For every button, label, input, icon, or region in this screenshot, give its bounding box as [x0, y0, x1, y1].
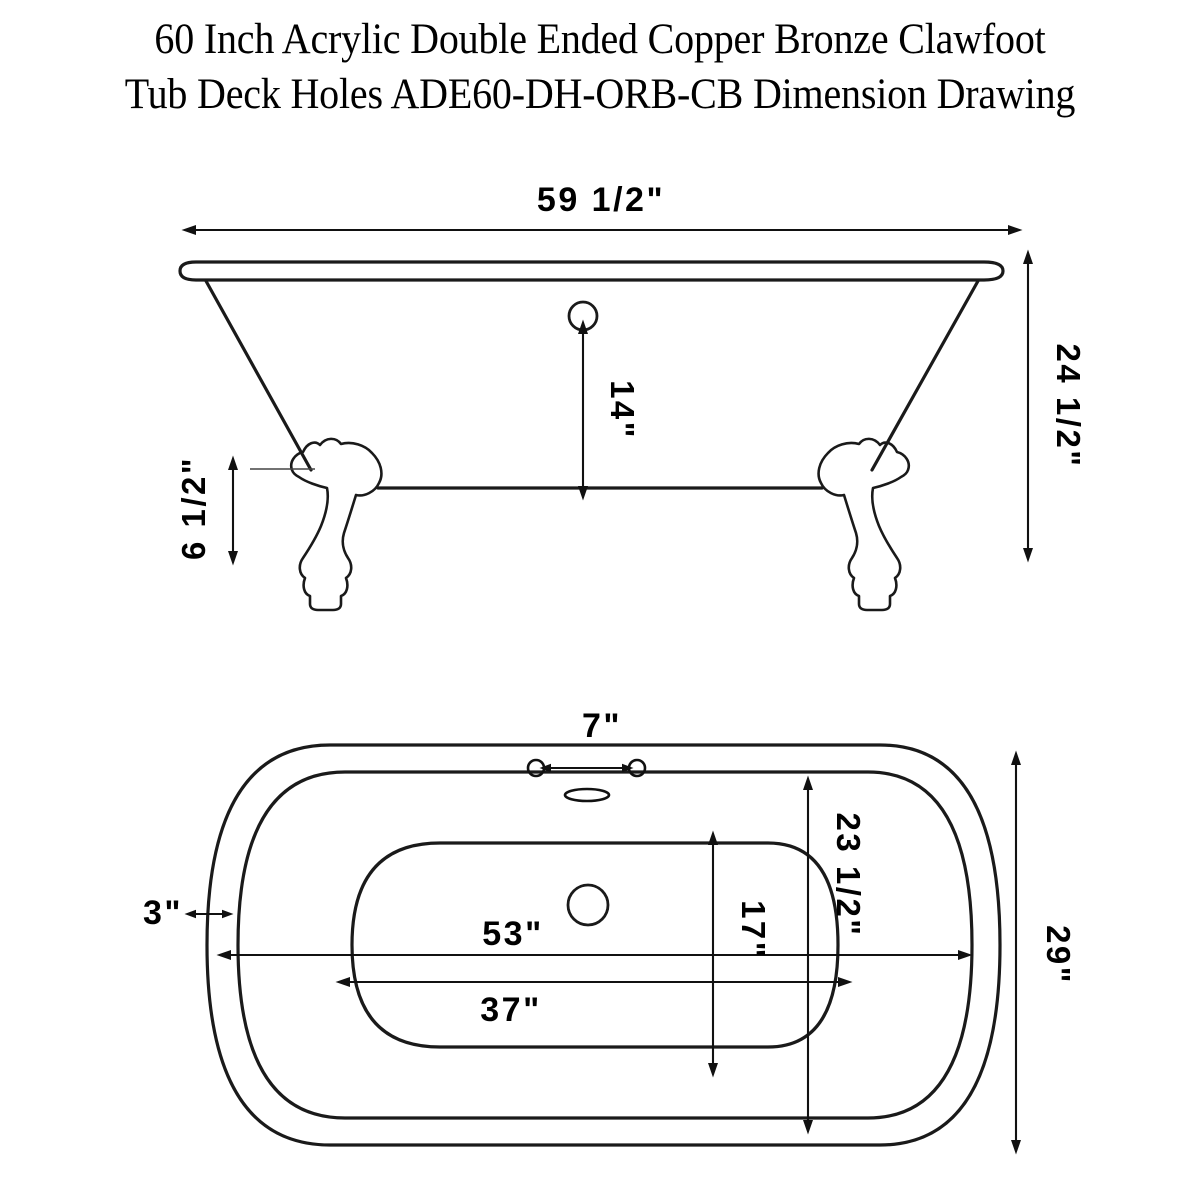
basin-outline — [350, 841, 840, 1049]
deck-holes: 7" — [526, 707, 647, 778]
overflow-slot — [563, 787, 611, 803]
dim-overall-height: 24 1/2" — [1023, 249, 1087, 563]
dim-label-deck-hole-spacing: 7" — [582, 707, 622, 745]
dim-overall-length: 59 1/2" — [181, 181, 1023, 235]
dim-inner-rim-length: 53" — [216, 915, 973, 960]
drain-hole — [566, 883, 610, 927]
right-clawfoot-outline — [817, 437, 911, 612]
title-line-1: 60 Inch Acrylic Double Ended Copper Bron… — [154, 16, 1046, 63]
dim-rim-width: 3" — [143, 894, 234, 932]
outer-rim-outline — [205, 743, 1002, 1147]
dim-label-outer-width: 29" — [1040, 925, 1077, 985]
left-clawfoot — [289, 437, 383, 612]
dim-overflow-height: 14" — [578, 319, 641, 501]
right-clawfoot — [817, 437, 911, 612]
dim-label-foot-height: 6 1/2" — [175, 456, 212, 560]
left-clawfoot-outline — [289, 437, 383, 612]
dim-outer-width: 29" — [1011, 750, 1077, 1155]
dim-label-rim-width: 3" — [143, 894, 183, 932]
dim-label-basin-length: 37" — [480, 991, 541, 1029]
dim-label-inner-rim-width: 23 1/2" — [830, 813, 867, 938]
dim-basin-width: 17" — [708, 830, 772, 1078]
tub-rim — [178, 260, 1005, 282]
dim-label-basin-width: 17" — [735, 900, 772, 960]
tub-wall-left — [204, 279, 313, 472]
title-line-2: Tub Deck Holes ADE60-DH-ORB-CB Dimension… — [124, 71, 1076, 118]
dim-label-inner-rim-length: 53" — [482, 915, 543, 953]
plan-view: 7" 3" 53" 37" — [143, 707, 1077, 1155]
tub-wall-right — [870, 279, 980, 472]
tub-body — [204, 279, 980, 490]
dim-label-overflow-height: 14" — [604, 380, 641, 440]
dim-foot-height: 6 1/2" — [175, 455, 315, 566]
inner-rim-outline — [236, 770, 974, 1120]
elevation-view: 59 1/2" — [175, 181, 1087, 612]
page-title: 60 Inch Acrylic Double Ended Copper Bron… — [0, 0, 1200, 122]
dim-basin-length: 37" — [335, 977, 853, 1029]
overflow-hole — [567, 300, 599, 332]
dim-label-overall-length: 59 1/2" — [537, 181, 665, 219]
dim-label-overall-height: 24 1/2" — [1050, 344, 1087, 469]
dim-inner-rim-width: 23 1/2" — [803, 775, 867, 1135]
tub-rim-outline — [178, 260, 1005, 282]
